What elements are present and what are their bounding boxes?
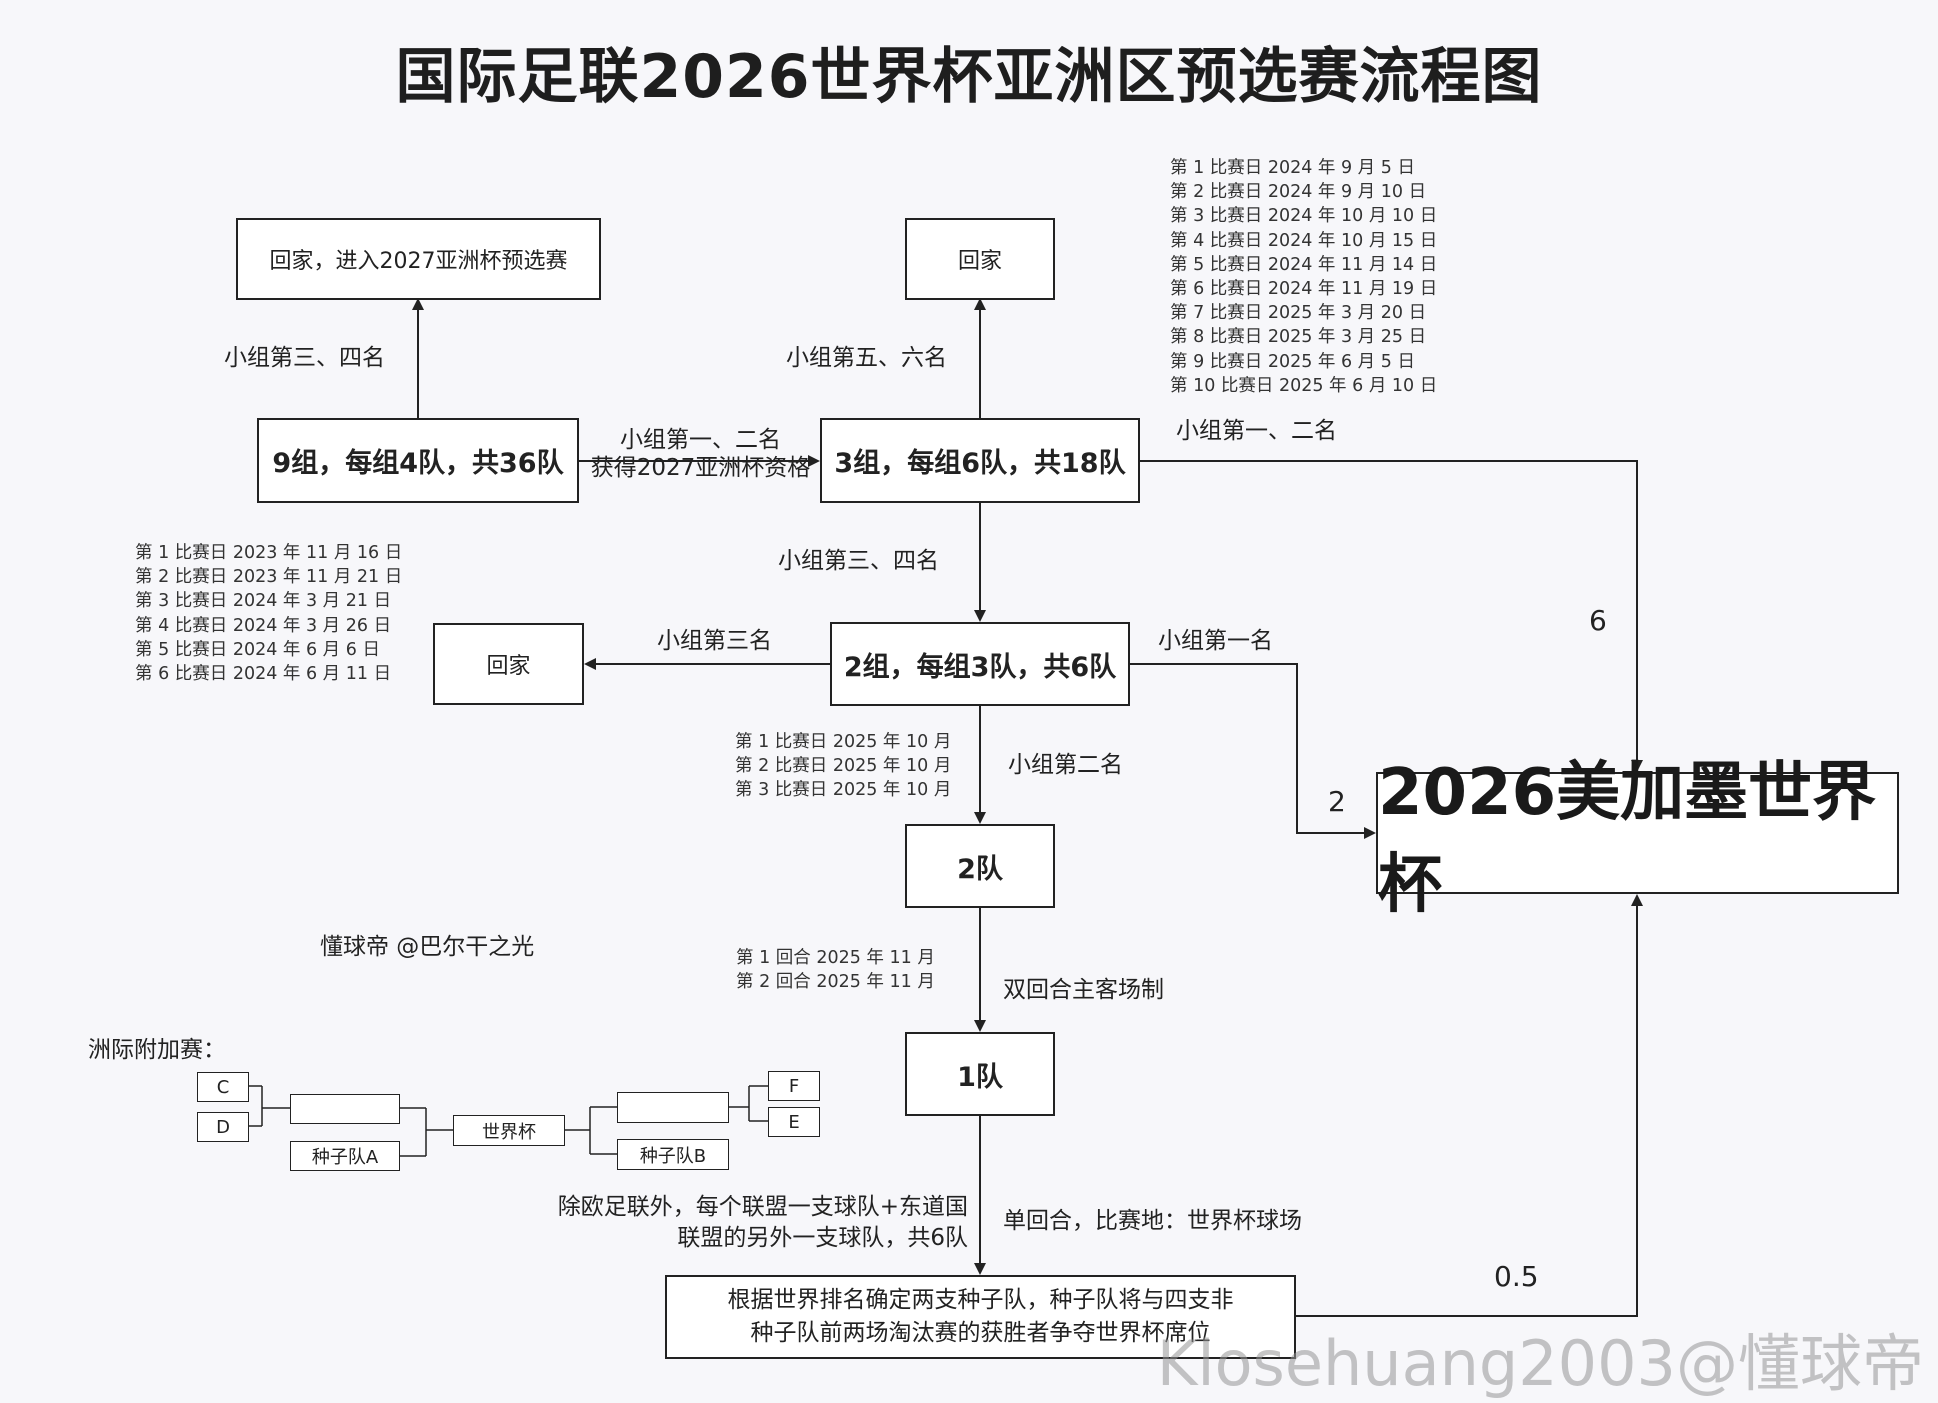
schedule-round2-day: 第 2 比赛日 2023 年 11 月 21 日 [135, 567, 403, 588]
one-team-box: 1队 [905, 1032, 1055, 1116]
schedule-round3-day: 第 8 比赛日 2025 年 3 月 25 日 [1170, 327, 1427, 348]
slots-six: 6 [1589, 604, 1607, 637]
slots-two: 2 [1328, 785, 1346, 818]
bracket-team-c: C [197, 1072, 249, 1102]
label-group-2nd: 小组第二名 [1008, 752, 1123, 778]
schedule-round3-day: 第 6 比赛日 2024 年 11 月 19 日 [1170, 279, 1438, 300]
label-group-1st: 小组第一名 [1158, 628, 1273, 654]
bracket-team-e: E [768, 1107, 820, 1137]
schedule-round3-day: 第 5 比赛日 2024 年 11 月 14 日 [1170, 254, 1438, 275]
bracket-team-f: F [768, 1071, 820, 1101]
slots-half: 0.5 [1494, 1260, 1539, 1293]
page-title: 国际足联2026世界杯亚洲区预选赛流程图 [395, 42, 1543, 112]
arrow-playoff-to-world-cup [1296, 894, 1643, 1317]
label-group-12-line-1: 小组第一、二名 [620, 427, 781, 453]
bracket-seed-b: 种子队B [617, 1139, 729, 1170]
round-two-groups-box: 2组，每组3队，共6队 [830, 622, 1130, 706]
round-nine-groups-box: 9组，每组4队，共36队 [257, 418, 579, 503]
label-group-12-line-2: 获得2027亚洲杯资格 [590, 454, 811, 481]
playoff-title: 洲际附加赛： [88, 1037, 226, 1063]
bracket-winner-ef [617, 1092, 729, 1123]
label-group-34-left: 小组第三、四名 [224, 345, 385, 371]
label-confederations: 除欧足联外，每个联盟一支球队+东道国 联盟的另外一支球队，共6队 [540, 1192, 968, 1254]
schedule-round2-day: 第 3 比赛日 2024 年 3 月 21 日 [135, 591, 392, 612]
playoff-desc-line-1: 根据世界排名确定两支种子队，种子队将与四支非 [727, 1286, 1234, 1313]
label-confed-line-2: 联盟的另外一支球队，共6队 [677, 1225, 968, 1252]
label-group-56: 小组第五、六名 [786, 345, 947, 371]
home-mid-box: 回家 [433, 623, 584, 705]
bracket-seed-a: 种子队A [290, 1141, 400, 1171]
schedule-round4-day: 第 1 比赛日 2025 年 10 月 [735, 732, 952, 752]
schedule-round3-day: 第 4 比赛日 2024 年 10 月 15 日 [1170, 230, 1438, 251]
schedule-round5-leg: 第 1 回合 2025 年 11 月 [736, 948, 935, 968]
home-asian-cup-box: 回家，进入2027亚洲杯预选赛 [236, 218, 601, 300]
author-credit: 懂球帝 @巴尔干之光 [320, 934, 535, 960]
arrow-three-to-world-cup [1140, 460, 1643, 772]
schedule-round4-day: 第 3 比赛日 2025 年 10 月 [735, 780, 952, 801]
schedule-round3-day: 第 7 比赛日 2025 年 3 月 20 日 [1170, 303, 1427, 324]
label-confed-line-1: 除欧足联外，每个联盟一支球队+东道国 [557, 1194, 968, 1220]
schedule-round2: 第 1 比赛日 2023 年 11 月 16 日 第 2 比赛日 2023 年 … [135, 541, 402, 686]
schedule-round5: 第 1 回合 2025 年 11 月 第 2 回合 2025 年 11 月 [736, 946, 935, 994]
label-group-12-right: 小组第一、二名 [1176, 418, 1337, 444]
schedule-round5-leg: 第 2 回合 2025 年 11 月 [736, 972, 935, 993]
bracket-team-d: D [197, 1112, 249, 1142]
schedule-round3-day: 第 3 比赛日 2024 年 10 月 10 日 [1170, 206, 1438, 227]
schedule-round2-day: 第 1 比赛日 2023 年 11 月 16 日 [135, 543, 403, 563]
schedule-round3-day: 第 2 比赛日 2024 年 9 月 10 日 [1170, 182, 1427, 203]
playoff-bracket-lines [249, 1085, 768, 1157]
label-group-3rd: 小组第三名 [657, 628, 772, 654]
schedule-round2-day: 第 5 比赛日 2024 年 6 月 6 日 [135, 639, 380, 660]
arrow-two-groups-to-world-cup [1130, 663, 1376, 839]
schedule-round3: 第 1 比赛日 2024 年 9 月 5 日 第 2 比赛日 2024 年 9 … [1170, 156, 1437, 398]
bracket-winner-cd [290, 1094, 400, 1124]
schedule-round4-day: 第 2 比赛日 2025 年 10 月 [735, 756, 952, 777]
schedule-round2-day: 第 6 比赛日 2024 年 6 月 11 日 [135, 664, 392, 685]
watermark: Klosehuang2003@懂球帝 [1156, 1327, 1924, 1400]
label-single-match: 单回合，比赛地：世界杯球场 [1003, 1208, 1302, 1234]
world-cup-box: 2026美加墨世界杯 [1376, 756, 1899, 922]
label-home-away: 双回合主客场制 [1003, 977, 1164, 1003]
bracket-world-cup: 世界杯 [453, 1115, 565, 1146]
playoff-description-box: 根据世界排名确定两支种子队，种子队将与四支非 种子队前两场淘汰赛的获胜者争夺世界… [665, 1275, 1296, 1359]
schedule-round4: 第 1 比赛日 2025 年 10 月 第 2 比赛日 2025 年 10 月 … [735, 730, 951, 803]
schedule-round3-day: 第 10 比赛日 2025 年 6 月 10 日 [1170, 375, 1438, 396]
home-top-box: 回家 [905, 218, 1055, 300]
two-teams-box: 2队 [905, 824, 1055, 908]
label-group-12-qualify: 小组第一、二名 获得2027亚洲杯资格 [588, 427, 813, 482]
round-three-groups-box: 3组，每组6队，共18队 [820, 418, 1140, 503]
schedule-round3-day: 第 9 比赛日 2025 年 6 月 5 日 [1170, 351, 1415, 372]
playoff-desc-line-2: 种子队前两场淘汰赛的获胜者争夺世界杯席位 [750, 1320, 1211, 1346]
schedule-round2-day: 第 4 比赛日 2024 年 3 月 26 日 [135, 615, 392, 636]
label-group-34-mid: 小组第三、四名 [778, 548, 939, 574]
schedule-round3-day: 第 1 比赛日 2024 年 9 月 5 日 [1170, 158, 1415, 178]
